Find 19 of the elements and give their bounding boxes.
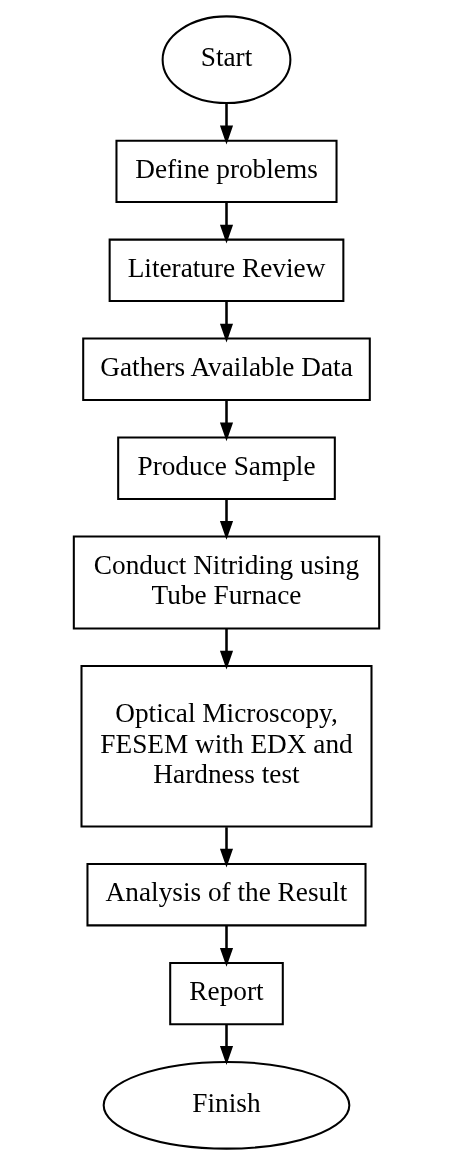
node-box: Analysis of the Result bbox=[85, 862, 367, 927]
node-box: Conduct Nitriding using Tube Furnace bbox=[72, 535, 380, 630]
node-box: Gathers Available Data bbox=[81, 337, 371, 401]
node-box: Literature Review bbox=[108, 238, 344, 303]
arrow bbox=[219, 827, 233, 868]
arrow bbox=[219, 499, 233, 540]
arrow bbox=[219, 1024, 233, 1065]
node-box: Optical Microscopy, FESEM with EDX and Hardness test bbox=[79, 665, 373, 828]
node-box: Produce Sample bbox=[116, 436, 336, 500]
arrow bbox=[219, 301, 233, 343]
arrow bbox=[219, 628, 233, 670]
arrow bbox=[219, 202, 233, 244]
node-box: Report bbox=[168, 961, 284, 1026]
node-ellipse: Start bbox=[161, 15, 291, 105]
arrow bbox=[219, 400, 233, 442]
node-box: Define problems bbox=[114, 139, 338, 204]
node-ellipse: Finish bbox=[102, 1060, 350, 1150]
arrow bbox=[219, 925, 233, 967]
arrow bbox=[219, 103, 233, 145]
